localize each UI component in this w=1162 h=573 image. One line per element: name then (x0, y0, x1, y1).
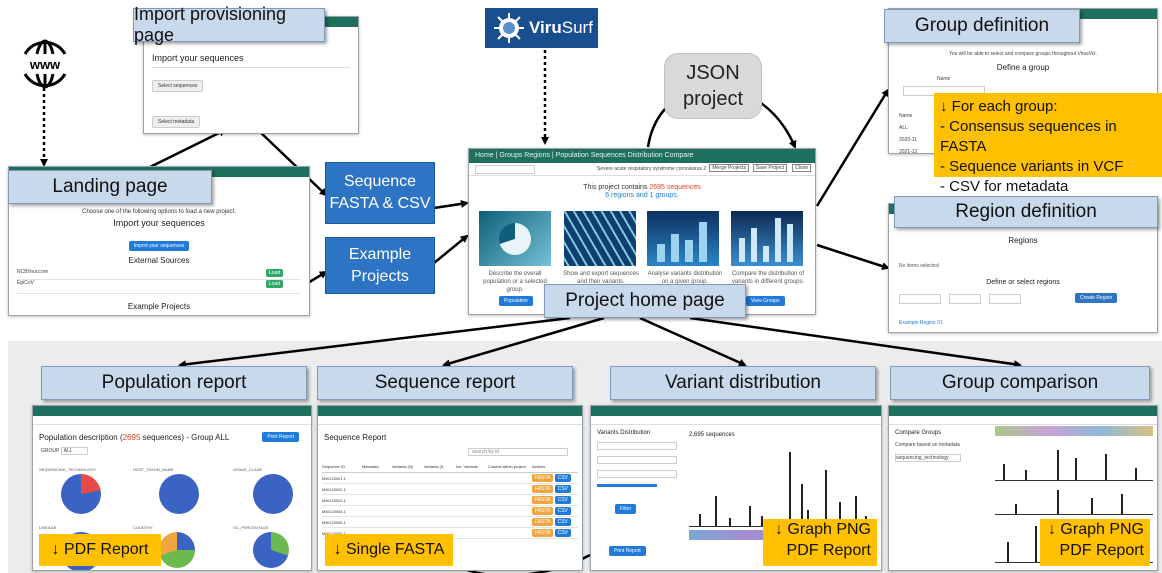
load-ncbi-button[interactable]: Load (265, 269, 283, 277)
define-group-heading: Define a group (996, 63, 1050, 72)
variants-title: Variants Distribution (597, 430, 651, 436)
pie-chart (159, 532, 195, 568)
compare-metadata-select[interactable]: sequencing_technology (895, 454, 961, 462)
region-row: Example Region 01 (899, 320, 943, 326)
landing-page-label: Landing page (8, 170, 212, 204)
group-row-1: 2020-11 (899, 137, 917, 143)
virusurf-viru: Viru (529, 18, 562, 37)
external-sources-heading: External Sources (128, 256, 190, 265)
gisaid-source: EpiCoV (17, 280, 34, 286)
landing-choose-text: Choose one of the following options to l… (82, 209, 236, 215)
pie-chart (253, 474, 293, 514)
close-project-button[interactable]: Close (792, 164, 811, 172)
group-row-2: 2021-12 (899, 149, 918, 154)
compare-bars-1 (995, 446, 1153, 481)
pdf-report-badge: ↓ PDF Report (39, 534, 161, 566)
create-region-button[interactable]: Create Region (1075, 293, 1118, 303)
pie-chart (159, 474, 199, 514)
select-sequences-button[interactable]: Select sequences (152, 80, 204, 92)
group-row-all: ALL (899, 125, 908, 131)
group-outputs-box: ↓ For each group: - Consensus sequences … (934, 93, 1162, 195)
virusurf-surf: Surf (561, 18, 593, 37)
globe-icon: www (17, 36, 73, 92)
import-provisioning-label: Import provisioning page (133, 4, 325, 45)
home-virus-name: Severe acute respiratory syndrome corona… (597, 166, 707, 172)
variant-export-badge: ↓ Graph PNG PDF Report (763, 519, 877, 566)
print-report-button[interactable]: Print Report (262, 432, 299, 442)
group-header-text: You will be able to select and compare g… (948, 51, 1098, 57)
card3-text: Analyse variants distribution on a given… (647, 271, 723, 285)
no-items-text: No items selected (899, 263, 939, 269)
variant-print-button[interactable]: Print Report (609, 546, 646, 556)
save-project-button[interactable]: Save Project (752, 164, 787, 172)
project-home-label: Project home page (544, 284, 746, 318)
variants-count: 2,695 sequences (689, 432, 735, 438)
svg-text:www: www (29, 57, 61, 72)
card2-text: Show and export sequences and their vari… (563, 271, 639, 285)
merge-projects-button[interactable]: Merge Projects (709, 164, 749, 172)
sequences-count: 2695 sequences (649, 184, 701, 191)
sequence-report-screenshot: Sequence Report search by id Sequence ID… (317, 405, 583, 571)
view-groups-button[interactable]: View Groups (746, 296, 785, 306)
pie-chart (61, 474, 101, 514)
landing-import-heading: Import your sequences (113, 218, 205, 228)
example-projects-heading: Example Projects (127, 302, 191, 311)
compare-genome-track (995, 426, 1153, 436)
group-comparison-label: Group comparison (890, 366, 1150, 400)
single-fasta-badge: ↓ Single FASTA (325, 534, 453, 566)
filter-button[interactable]: Filter (615, 504, 637, 514)
population-button[interactable]: Population (499, 296, 533, 306)
sequence-report-title: Sequence Report (324, 433, 387, 442)
import-sequences-button[interactable]: Import your sequences (128, 241, 190, 251)
load-gisaid-button[interactable]: Load (265, 280, 283, 288)
card1-text: Describe the overall population or a sel… (483, 271, 547, 293)
home-nav-bar[interactable]: Home | Groups Regions | Population Seque… (469, 149, 815, 163)
compare-card-image (731, 211, 803, 266)
example-projects-box: Example Projects (325, 237, 435, 294)
ncbi-source: NCBI/nuccore (17, 269, 49, 275)
population-card-image (479, 211, 551, 266)
define-regions-heading: Define or select regions (986, 279, 1060, 286)
variant-distribution-label: Variant distribution (610, 366, 876, 400)
sequence-search-input[interactable]: search by id (468, 448, 568, 456)
regions-heading: Regions (1008, 236, 1038, 245)
import-heading: Import your sequences (152, 53, 244, 63)
population-report-label: Population report (41, 366, 307, 400)
select-metadata-button[interactable]: Select metadata (152, 116, 201, 128)
region-definition-label: Region definition (894, 196, 1158, 228)
group-select[interactable]: ALL (60, 447, 88, 455)
variant-bars (689, 446, 873, 527)
compare-select-label: Compare based on metadata (895, 442, 960, 448)
distribution-card-image (647, 211, 719, 266)
sequences-card-image (564, 211, 636, 266)
regions-groups-count: 6 regions and 1 groups. (605, 192, 679, 199)
pie-chart (253, 532, 289, 568)
card4-text: Compare the distribution of variants in … (731, 271, 805, 285)
group-definition-label: Group definition (884, 9, 1080, 43)
population-count: 2695 (122, 433, 141, 442)
comparison-export-badge: ↓ Graph PNG PDF Report (1040, 519, 1150, 566)
sequence-fasta-csv-box: Sequence FASTA & CSV (325, 162, 435, 224)
compare-title: Compare Groups (895, 430, 942, 436)
compare-bars-2 (995, 488, 1153, 515)
group-name-column: Name (937, 76, 951, 82)
sequence-report-label: Sequence report (317, 366, 573, 400)
